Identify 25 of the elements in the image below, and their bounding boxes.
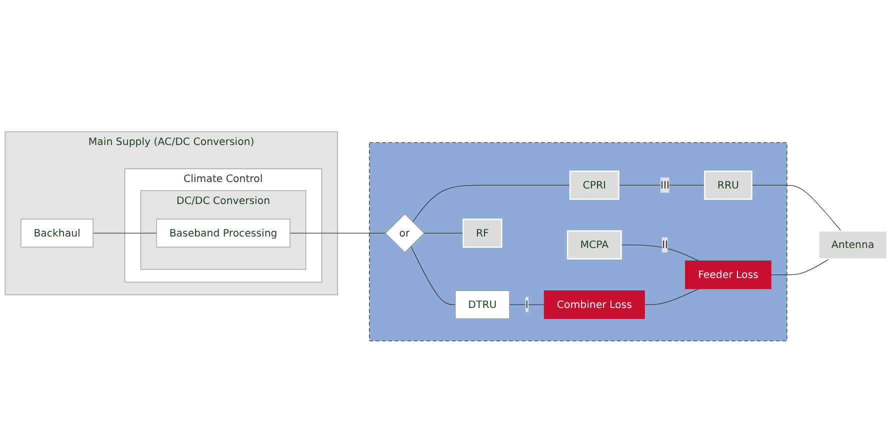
connector: [410, 245, 456, 304]
node-diamond: or: [385, 213, 424, 252]
edge-label: III: [660, 178, 670, 190]
node-box: Backhaul: [20, 218, 94, 247]
connector: [423, 232, 464, 233]
node-box: MCPA: [566, 230, 622, 260]
connector: [644, 288, 699, 304]
connector: [620, 244, 699, 261]
node-box: RRU: [704, 170, 752, 200]
node-box: Feeder Loss: [685, 260, 772, 289]
connector: [412, 184, 570, 222]
connector: [751, 184, 842, 231]
node-box: RF: [462, 218, 502, 248]
edge-label: I: [525, 298, 528, 310]
node-box: Combiner Loss: [544, 290, 645, 318]
connector: [92, 232, 157, 233]
node-box: DTRU: [455, 290, 510, 318]
edge-label: II: [662, 238, 668, 250]
connector: [290, 232, 386, 233]
connector: [618, 184, 705, 185]
node-box: Baseband Processing: [156, 218, 290, 247]
connector: [770, 258, 830, 275]
node-box: CPRI: [569, 170, 620, 200]
node-box: Antenna: [818, 230, 888, 260]
cluster: [369, 142, 788, 341]
